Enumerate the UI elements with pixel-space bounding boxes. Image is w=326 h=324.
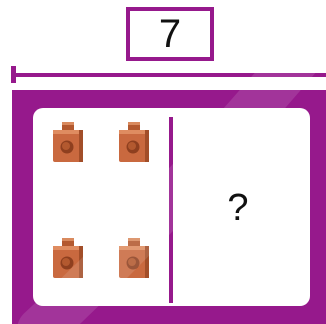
cube-icon xyxy=(51,236,85,280)
cube-icon xyxy=(117,236,151,280)
unknown-part-label: ? xyxy=(227,187,248,230)
total-value: 7 xyxy=(159,12,181,57)
whole-bar xyxy=(12,73,326,77)
cube-icon xyxy=(51,120,85,164)
cube-icon xyxy=(117,120,151,164)
total-box: 7 xyxy=(126,7,214,61)
parts-divider xyxy=(169,117,173,303)
unknown-part: ? xyxy=(218,183,258,233)
